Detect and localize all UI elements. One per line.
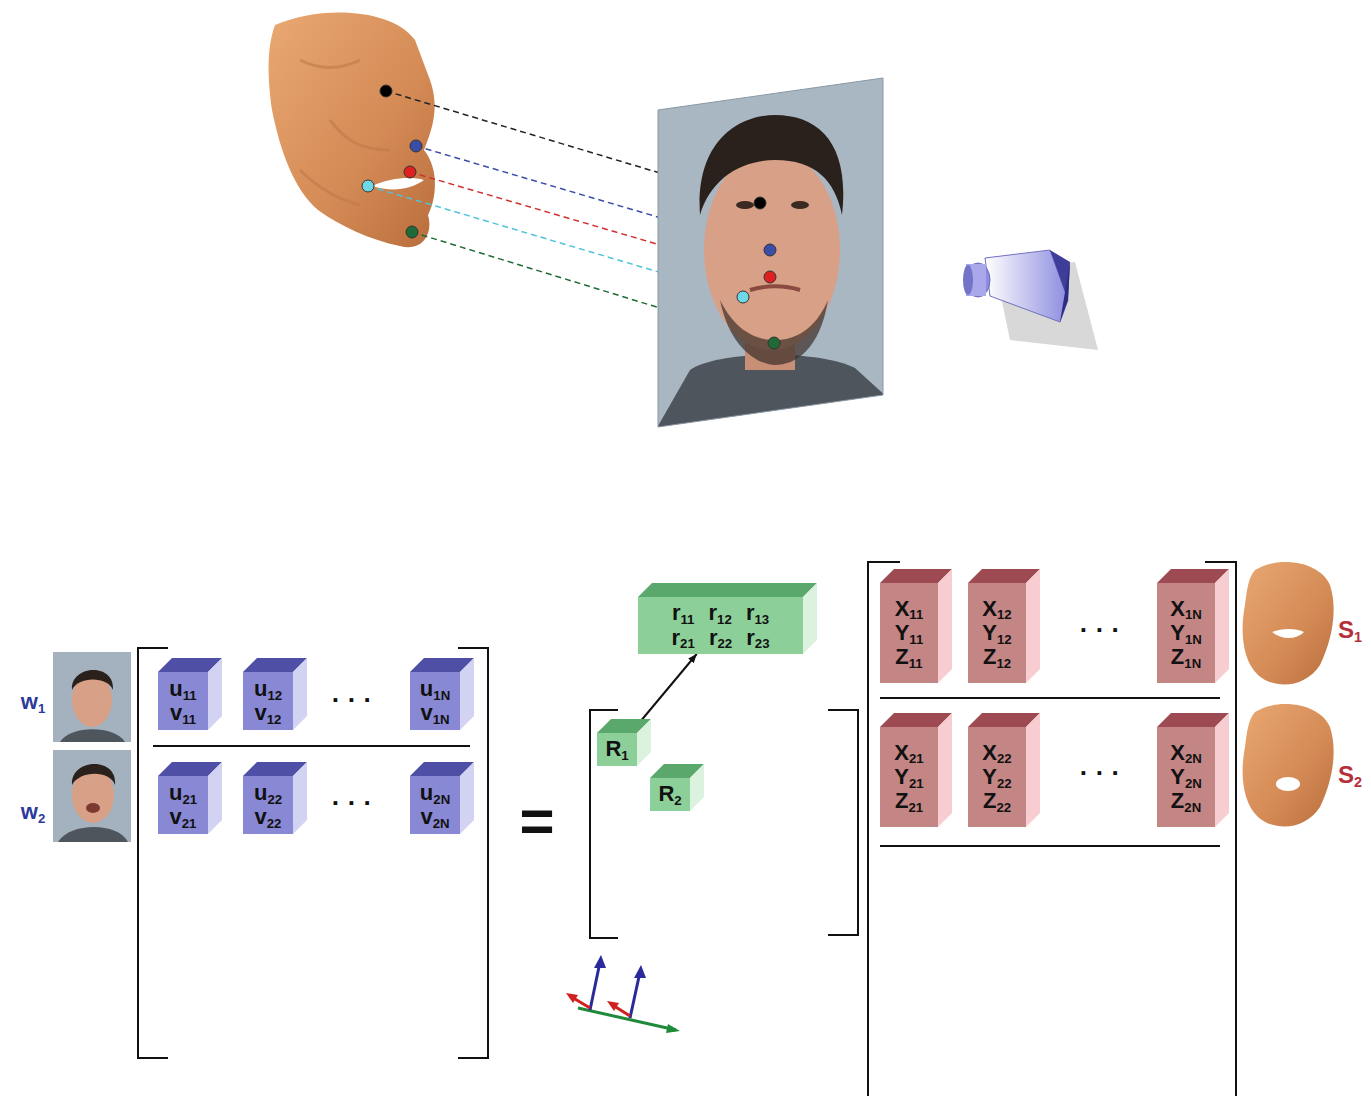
matrix-entry-box: X12Y12Z12: [968, 583, 1026, 683]
matrix-entry: v2N: [420, 805, 449, 829]
matrix-entry: v22: [255, 805, 282, 829]
face-mesh: [1243, 704, 1334, 827]
matrix-entry-box: u11v11: [158, 672, 208, 730]
matrix-label: · · ·: [1080, 615, 1120, 646]
camera: [963, 250, 1098, 350]
matrix-entry: u12: [254, 677, 282, 701]
matrix-entry: r21 r22 r23: [672, 626, 770, 650]
matrix-entry: Z2N: [1171, 789, 1201, 813]
matrix-entry: R1: [605, 737, 628, 761]
matrix-entry: v12: [255, 701, 282, 725]
matrix-entry: u1N: [420, 677, 450, 701]
axes-icon: [566, 955, 680, 1033]
matrix-label: · · ·: [332, 788, 372, 819]
matrix-entry: v1N: [420, 701, 449, 725]
matrix-entry: Z12: [983, 645, 1011, 669]
matrix-label: S2: [1338, 761, 1362, 789]
mesh-points: [362, 85, 422, 238]
matrix-entry: u11: [169, 677, 196, 701]
matrix-entry-box: X21Y21Z21: [880, 727, 938, 827]
matrix-entry: Y12: [982, 621, 1011, 645]
matrix-entry: u21: [169, 781, 197, 805]
image-points: [737, 197, 780, 349]
matrix-entry-box: u1Nv1N: [410, 672, 460, 730]
matrix-entry-box: u12v12: [243, 672, 293, 730]
face-mesh: [1243, 562, 1334, 685]
matrix-entry: X22: [982, 741, 1011, 765]
matrix-entry: X21: [894, 741, 923, 765]
matrix-label: w1: [21, 689, 45, 715]
matrix-entry: Z1N: [1171, 645, 1201, 669]
matrix-entry: X2N: [1170, 741, 1202, 765]
matrix-entry-box: u21v21: [158, 776, 208, 834]
matrix-entry: Y22: [982, 765, 1011, 789]
matrix-entry-box: r11 r12 r13r21 r22 r23: [638, 597, 803, 654]
matrix-entry: Y11: [895, 621, 924, 645]
matrix-entry-box: R2: [650, 778, 690, 811]
matrix-entry: r11 r12 r13: [672, 601, 769, 625]
matrix-entry: Y21: [894, 765, 923, 789]
matrix-label: · · ·: [1080, 758, 1120, 789]
matrix-entry: X12: [982, 597, 1011, 621]
matrix-entry: R2: [658, 782, 681, 806]
matrix-entry-box: X22Y22Z22: [968, 727, 1026, 827]
matrix-entry: Z11: [895, 645, 922, 669]
matrix-entry: v11: [170, 701, 196, 725]
matrix-label: · · ·: [332, 685, 372, 716]
matrix-label: w2: [21, 799, 45, 825]
matrix-entry: Z21: [895, 789, 923, 813]
matrix-entry-box: X1NY1NZ1N: [1157, 583, 1215, 683]
matrix-entry: X1N: [1170, 597, 1202, 621]
matrix-entry-box: X11Y11Z11: [880, 583, 938, 683]
matrix-entry: Z22: [983, 789, 1011, 813]
matrix-entry: X11: [895, 597, 924, 621]
matrix-entry: Y1N: [1170, 621, 1202, 645]
matrix-entry: u22: [254, 781, 282, 805]
matrix-entry-box: X2NY2NZ2N: [1157, 727, 1215, 827]
matrix-entry-box: u22v22: [243, 776, 293, 834]
matrix-entry: v21: [170, 805, 197, 829]
matrix-label: S1: [1338, 616, 1362, 644]
matrix-bracket: [138, 562, 1236, 1096]
thumbnail-photo: [53, 750, 131, 842]
matrix-entry-box: R1: [597, 733, 637, 766]
thumbnail-photo: [53, 652, 131, 742]
matrix-label: =: [519, 786, 554, 855]
image-plane: [650, 78, 890, 440]
matrix-entry-box: u2Nv2N: [410, 776, 460, 834]
matrix-entry: u2N: [420, 781, 450, 805]
matrix-entry: Y2N: [1170, 765, 1202, 789]
face-mesh: [269, 12, 435, 247]
